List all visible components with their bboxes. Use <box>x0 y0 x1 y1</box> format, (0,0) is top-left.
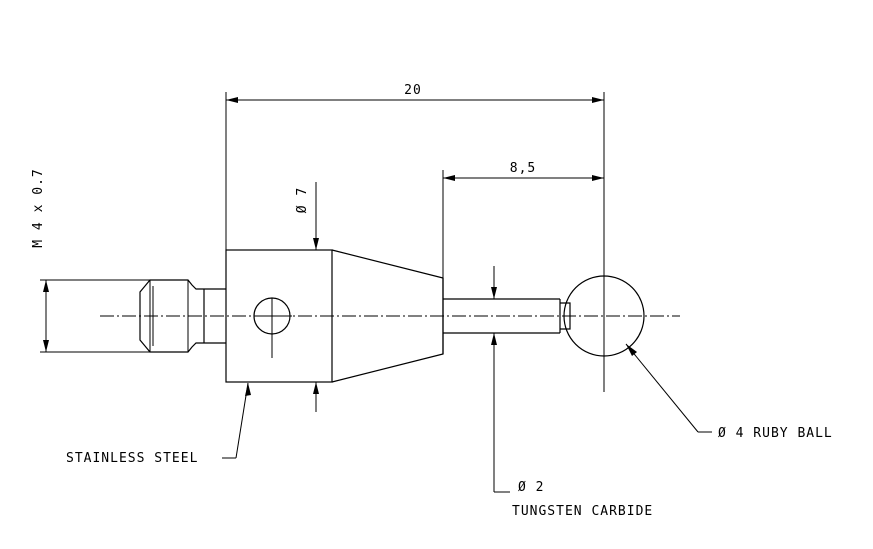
callout-stem-material: TUNGSTEN CARBIDE <box>512 504 653 519</box>
ruby-ball <box>563 236 645 392</box>
dimension-body-diameter: Ø 7 <box>295 182 319 412</box>
body-section <box>225 249 333 383</box>
dim-overall-length: 20 <box>404 83 422 98</box>
leader-ball: Ø 4 RUBY BALL <box>625 343 833 441</box>
dim-stem-length: 8,5 <box>510 161 536 176</box>
callout-stem-diameter: Ø 2 <box>518 480 544 495</box>
dimension-stem-length: 8,5 <box>442 161 604 278</box>
dim-thread: M 4 x 0.7 <box>31 168 46 247</box>
leader-body-material: STAINLESS STEEL <box>66 382 251 466</box>
stem-section <box>443 298 571 334</box>
callout-ball: Ø 4 RUBY BALL <box>718 426 833 441</box>
neck-section <box>203 288 226 344</box>
callout-body-material: STAINLESS STEEL <box>66 451 198 466</box>
thread-section <box>139 279 204 353</box>
dimension-thread: M 4 x 0.7 <box>31 168 150 353</box>
taper-section <box>331 249 444 383</box>
dimension-stem-diameter: Ø 2 TUNGSTEN CARBIDE <box>491 266 653 519</box>
dimension-overall: 20 <box>225 83 605 250</box>
dim-body-diameter: Ø 7 <box>295 187 310 213</box>
